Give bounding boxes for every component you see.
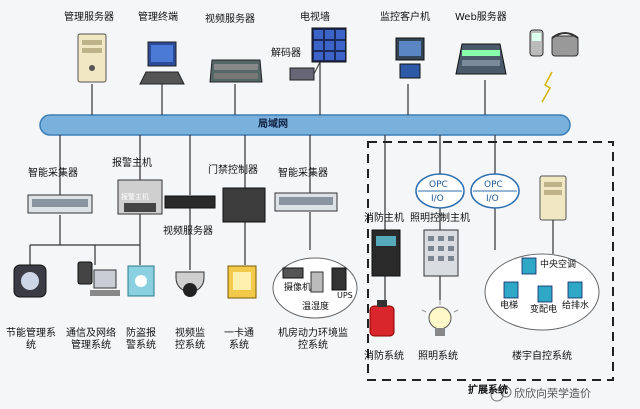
video-server2-icon bbox=[164, 195, 216, 209]
dome-camera-icon bbox=[175, 271, 205, 297]
telephone-icon bbox=[551, 32, 579, 57]
elevator-icon bbox=[503, 281, 519, 299]
label-energy-system: 节能管理系统 bbox=[6, 328, 56, 351]
label-ups: UPS bbox=[337, 291, 353, 300]
ups-icon bbox=[331, 267, 347, 291]
label-lighting-system: 照明系统 bbox=[418, 351, 458, 362]
collector-right-icon bbox=[274, 192, 338, 212]
label-temp-humidity: 温湿度 bbox=[302, 302, 330, 312]
label-opc2-bottom: I/O bbox=[486, 194, 499, 204]
label-video-monitor-system: 视频监控系统 bbox=[175, 328, 205, 351]
opc-circle-2 bbox=[470, 173, 520, 209]
access-controller-icon bbox=[222, 187, 266, 223]
tv-wall-icon bbox=[311, 27, 347, 63]
camera-small-icon bbox=[282, 267, 304, 279]
video-server-icon bbox=[209, 59, 263, 83]
opc-circle-1 bbox=[415, 173, 465, 209]
label-comm-system: 通信及网络管理系统 bbox=[66, 328, 116, 351]
label-decoder: 解码器 bbox=[271, 48, 301, 59]
label-camera: 摄像机 bbox=[284, 283, 312, 293]
fire-host-icon bbox=[371, 229, 401, 277]
mobile-phone-icon bbox=[529, 29, 544, 57]
energy-meter-icon bbox=[13, 264, 47, 298]
label-tv-wall: 电视墙 bbox=[300, 12, 330, 23]
label-opc1-top: OPC bbox=[429, 180, 448, 190]
expansion-box bbox=[367, 141, 614, 381]
lan-bar bbox=[39, 114, 571, 136]
label-lighting-host: 照明控制主机 bbox=[410, 213, 470, 224]
fire-extinguisher-icon bbox=[369, 300, 395, 337]
label-lan: 局域网 bbox=[258, 119, 288, 130]
label-fire-system: 消防系统 bbox=[364, 351, 404, 362]
label-fire-host: 消防主机 bbox=[364, 213, 404, 224]
label-elevator: 电梯 bbox=[500, 301, 519, 311]
label-expansion-system: 扩展系统 bbox=[468, 385, 508, 396]
label-central-ac: 中央空调 bbox=[540, 260, 577, 270]
lighting-host-icon bbox=[423, 229, 459, 277]
temp-humidity-icon bbox=[310, 271, 324, 293]
label-opc1-bottom: I/O bbox=[431, 194, 444, 204]
watermark-logo-icon bbox=[490, 386, 512, 402]
label-burglar-system: 防盗报警系统 bbox=[126, 328, 156, 351]
label-room-env-system: 机房动力环境监控系统 bbox=[278, 328, 348, 351]
label-monitor-client: 监控客户机 bbox=[380, 12, 430, 23]
decoder-icon bbox=[289, 61, 321, 81]
burglar-alarm-icon bbox=[127, 265, 155, 297]
label-substation: 变配电 bbox=[530, 305, 558, 315]
mgmt-terminal-icon bbox=[139, 41, 185, 85]
label-building-system: 楼宇自控系统 bbox=[512, 351, 572, 362]
substation-icon bbox=[537, 285, 553, 303]
central-ac-icon bbox=[521, 257, 537, 275]
label-mgmt-server: 管理服务器 bbox=[64, 12, 114, 23]
web-server-icon bbox=[455, 43, 507, 75]
comm-network-icon bbox=[77, 261, 120, 296]
monitor-client-icon bbox=[395, 37, 425, 79]
label-web-server: Web服务器 bbox=[455, 12, 507, 23]
label-mgmt-terminal: 管理终端 bbox=[138, 12, 178, 23]
collector-left-icon bbox=[27, 194, 93, 214]
label-alarm-host-panel: 报警主机 bbox=[121, 193, 149, 201]
label-video-server: 视频服务器 bbox=[205, 14, 255, 25]
card-reader-icon bbox=[227, 265, 257, 299]
light-bulb-icon bbox=[421, 300, 459, 336]
watermark-text: 欣欣向荣学造价 bbox=[514, 387, 591, 400]
label-alarm-host: 报警主机 bbox=[112, 158, 152, 169]
label-collector-left: 智能采集器 bbox=[28, 168, 78, 179]
mgmt-server-icon bbox=[77, 33, 107, 83]
label-video-server2: 视频服务器 bbox=[163, 226, 213, 237]
bas-server-icon bbox=[539, 175, 567, 221]
label-card-system: 一卡通系统 bbox=[224, 328, 254, 351]
water-icon bbox=[567, 281, 583, 299]
label-water: 给排水 bbox=[562, 301, 590, 311]
alarm-host-icon bbox=[117, 179, 163, 215]
label-opc2-top: OPC bbox=[484, 180, 503, 190]
label-access-controller: 门禁控制器 bbox=[208, 165, 258, 176]
label-collector-right: 智能采集器 bbox=[278, 168, 328, 179]
